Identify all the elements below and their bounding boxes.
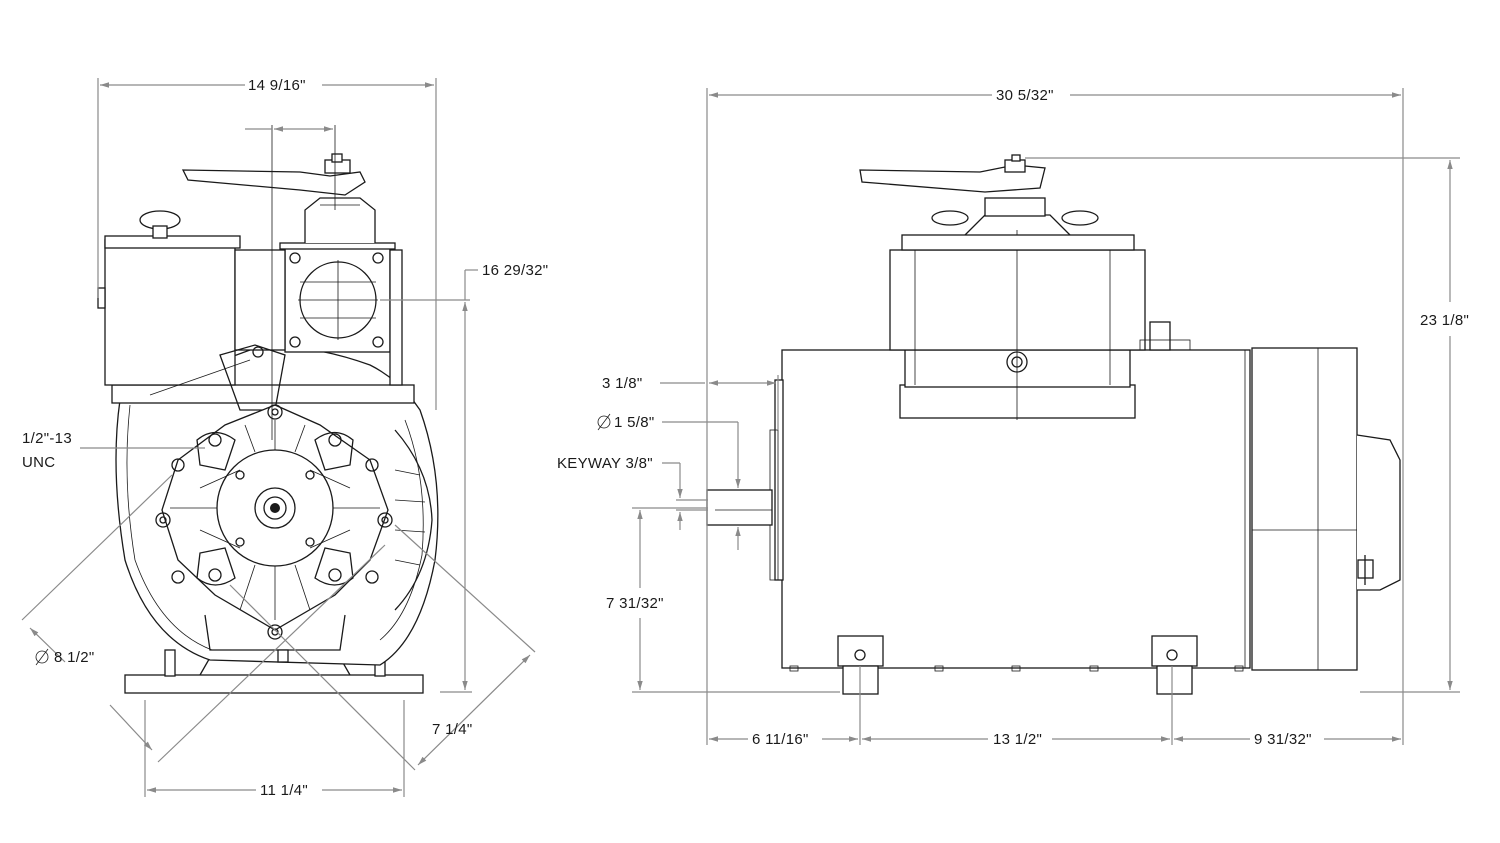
- dim-foot-spacing: 13 1/2": [993, 731, 1042, 748]
- diameter-symbol-side: [597, 415, 611, 429]
- dim-side-length: 30 5/32": [996, 87, 1054, 104]
- front-view: [97, 125, 439, 694]
- thread-callout-line2: UNC: [22, 454, 55, 471]
- front-inlet-flange: [284, 246, 391, 353]
- side-valve-handle: [859, 164, 1046, 193]
- dim-keyway: KEYWAY 3/8": [557, 455, 653, 472]
- front-oil-reservoir: [104, 239, 236, 386]
- dim-diagonal-front: 7 1/4": [432, 721, 473, 738]
- dim-side-height: 23 1/8": [1420, 312, 1469, 329]
- side-dimensions: 30 5/32" 23 1/8" 3 1/8" 1 5/8" KEYWAY 3/…: [557, 87, 1469, 748]
- front-dimensions: 14 9/16" 16 29/32" 1/2"-13 UNC 8 1/2" 7 …: [21, 77, 548, 799]
- front-valve-handle: [181, 169, 366, 196]
- dim-bolt-circle: 8 1/2": [54, 649, 95, 666]
- dim-shaft-extension: 3 1/8": [602, 375, 643, 392]
- dim-base-width: 11 1/4": [260, 782, 308, 799]
- dim-front-height: 16 29/32": [482, 262, 548, 279]
- side-shaft: [706, 489, 773, 526]
- dim-front-width: 14 9/16": [248, 77, 306, 94]
- front-end-cover: [155, 404, 393, 640]
- side-fan-cover: [1251, 347, 1358, 671]
- thread-callout-line1: 1/2"-13: [22, 430, 72, 447]
- dim-foot-offset: 6 11/16": [752, 731, 809, 748]
- dim-shaft-diameter: 1 5/8": [614, 414, 655, 431]
- front-base-plate: [124, 674, 424, 694]
- diameter-symbol-front: [35, 650, 49, 664]
- side-view: [706, 154, 1401, 695]
- dim-rear: 9 31/32": [1254, 731, 1312, 748]
- side-pump-head: [889, 249, 1146, 351]
- dim-shaft-height: 7 31/32": [606, 595, 664, 612]
- side-front-foot: [837, 635, 884, 667]
